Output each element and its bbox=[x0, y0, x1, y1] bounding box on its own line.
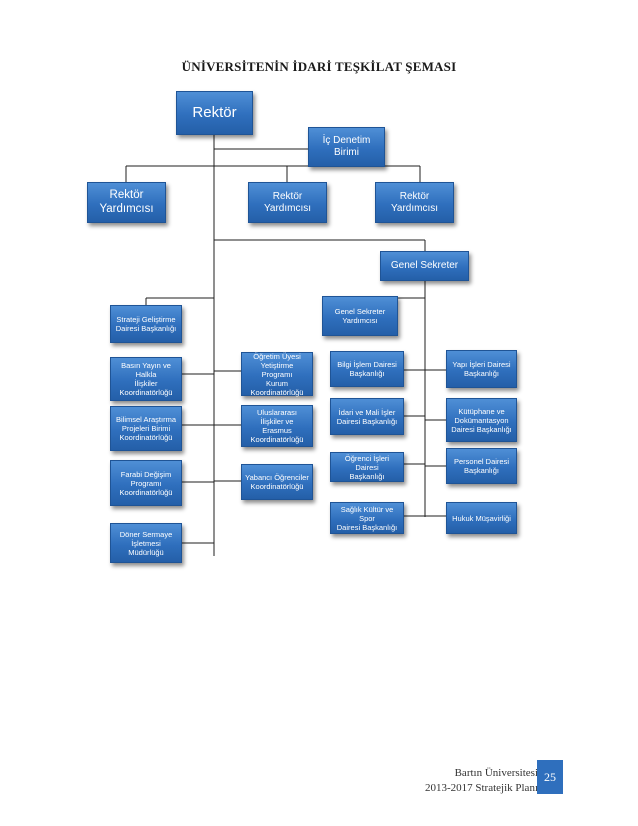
rektor-yardimcisi-box-2: Rektör Yardımcısı bbox=[248, 182, 327, 223]
personel-box: Personel Dairesi Başkanlığı bbox=[446, 448, 517, 484]
rektor-yardimcisi-box-1: Rektör Yardımcısı bbox=[87, 182, 166, 223]
kutuphane-box: Kütüphane ve Dokümantasyon Dairesi Başka… bbox=[446, 398, 517, 442]
footer-university: Bartın Üniversitesi bbox=[454, 767, 538, 779]
bilimsel-arastirma-box: Bilimsel Araştırma Projeleri Birimi Koor… bbox=[110, 406, 182, 451]
rektor-yardimcisi-box-3: Rektör Yardımcısı bbox=[375, 182, 454, 223]
genel-sekreter-yardimcisi-box: Genel Sekreter Yardımcısı bbox=[322, 296, 398, 336]
ogretim-uyesi-box: Öğretim Üyesi Yetiştirme Programı Kurum … bbox=[241, 352, 313, 397]
idari-mali-box: İdari ve Mali İşler Dairesi Başkanlığı bbox=[330, 398, 404, 435]
ic-denetim-box: İç Denetim Birimi bbox=[308, 127, 385, 167]
doner-sermaye-box: Döner Sermaye İşletmesi Müdürlüğü bbox=[110, 523, 182, 563]
hukuk-box: Hukuk Müşavirliği bbox=[446, 502, 517, 534]
strateji-box: Strateji Geliştirme Dairesi Başkanlığı bbox=[110, 305, 182, 343]
genel-sekreter-box: Genel Sekreter bbox=[380, 251, 469, 281]
page-title: ÜNİVERSİTENİN İDARİ TEŞKİLAT ŞEMASI bbox=[181, 59, 457, 74]
rektor-box: Rektör bbox=[176, 91, 253, 135]
footer-plan: 2013-2017 Stratejik Planı bbox=[424, 782, 538, 794]
bilgi-islem-box: Bilgi İşlem Dairesi Başkanlığı bbox=[330, 351, 404, 387]
ogrenci-isleri-box: Öğrenci İşleri Dairesi Başkanlığı bbox=[330, 452, 404, 482]
yabanci-ogrenciler-box: Yabancı Öğrenciler Koordinatörlüğü bbox=[241, 464, 313, 500]
footer: Bartın Üniversitesi 2013-2017 Stratejik … bbox=[425, 766, 538, 796]
page-number: 25 bbox=[537, 760, 563, 794]
farabi-box: Farabi Değişim Programı Koordinatörlüğü bbox=[110, 460, 182, 506]
basin-yayin-box: Basın Yayın ve Halkla İlişkiler Koordina… bbox=[110, 357, 182, 401]
yapi-isleri-box: Yapı İşleri Dairesi Başkanlığı bbox=[446, 350, 517, 388]
uluslararasi-box: Uluslararası İlişkiler ve Erasmus Koordi… bbox=[241, 405, 313, 447]
saglik-kultur-box: Sağlık Kültür ve Spor Dairesi Başkanlığı bbox=[330, 502, 404, 534]
